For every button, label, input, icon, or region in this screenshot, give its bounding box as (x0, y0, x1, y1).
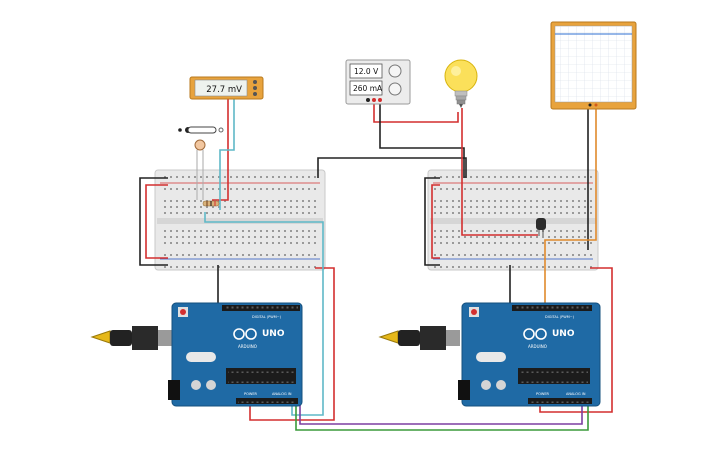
reset-button-right[interactable] (471, 309, 477, 315)
multimeter-reading: 27.7 mV (206, 85, 242, 95)
wire-red-left-to-arduino (249, 267, 335, 421)
arduino-right-power-label: POWER (536, 392, 550, 396)
arduino-logo-icon (523, 328, 547, 340)
arduino-uno-left[interactable]: DIGITAL (PWM~) ARDUINO UNO POWER ANALOG … (168, 302, 303, 407)
light-bulb[interactable] (444, 59, 478, 108)
multimeter[interactable]: 27.7 mV (189, 76, 264, 100)
wire-red-right-to-arduino (539, 267, 613, 413)
wire-green-link (295, 404, 589, 431)
arduino-uno-right[interactable]: DIGITAL (PWM~) ARDUINO UNO POWER ANALOG … (458, 302, 601, 407)
current-knob[interactable] (388, 82, 402, 96)
reset-button-left[interactable] (180, 309, 186, 315)
usb-cable-left[interactable] (90, 326, 172, 350)
usb-cable-right[interactable] (378, 326, 460, 350)
oscilloscope[interactable] (550, 21, 637, 110)
wire-black-supply (379, 100, 465, 178)
photoresistor[interactable] (194, 139, 206, 200)
wire-black-left-rail (139, 177, 168, 266)
wire-red-left-rail (145, 184, 168, 259)
slide-switch[interactable] (178, 126, 224, 134)
wire-orange-scope (544, 108, 597, 305)
wire-teal-multimeter (219, 98, 235, 210)
arduino-right-digital-label: DIGITAL (PWM~) (545, 315, 575, 319)
voltage-knob[interactable] (388, 64, 402, 78)
arduino-logo-icon (233, 328, 257, 340)
wires (139, 98, 613, 431)
arduino-left-brand: ARDUINO (238, 344, 257, 349)
transistor[interactable] (536, 218, 546, 236)
arduino-right-model: UNO (552, 329, 575, 339)
wire-red-right-rail (431, 184, 440, 259)
power-supply[interactable]: 12.0 V 260 mA (345, 59, 411, 105)
supply-current: 260 mA (353, 84, 383, 93)
arduino-left-power-label: POWER (244, 392, 258, 396)
resistor[interactable] (202, 200, 220, 207)
wire-red-bulb (461, 108, 538, 236)
arduino-right-brand: ARDUINO (528, 344, 547, 349)
breadboard-right[interactable] (427, 169, 599, 271)
arduino-right-analog-label: ANALOG IN (566, 392, 586, 396)
supply-voltage: 12.0 V (354, 67, 379, 76)
breadboard-left[interactable] (154, 169, 326, 271)
arduino-left-model: UNO (262, 329, 285, 339)
wire-red-supply (373, 100, 459, 123)
wire-purple-link (299, 404, 583, 425)
arduino-left-analog-label: ANALOG IN (272, 392, 292, 396)
arduino-left-digital-label: DIGITAL (PWM~) (252, 315, 282, 319)
wire-black-bridge (317, 157, 467, 178)
wire-black-right-rail (424, 177, 440, 266)
wire-red-multimeter (212, 98, 229, 201)
wire-teal-sensor (204, 212, 324, 416)
